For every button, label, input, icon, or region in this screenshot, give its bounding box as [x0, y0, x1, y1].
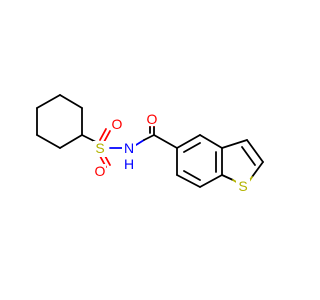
cyclohexane-ring: [36, 94, 83, 149]
bond: [59, 134, 83, 149]
label-mask: [236, 179, 250, 195]
atom-sulfonyl-o-top: O: [112, 116, 123, 132]
structure-diagram: S O O N H O S: [36, 94, 264, 195]
benzene-ring: [176, 134, 223, 188]
bond: [221, 174, 234, 181]
bond: [183, 170, 201, 181]
bond: [183, 142, 201, 153]
atom-sulfonyl-o-bottom: O: [95, 163, 106, 179]
atom-amide-h: H: [124, 156, 134, 172]
bond: [103, 130, 111, 143]
bond: [81, 134, 97, 143]
bond: [36, 94, 61, 109]
bond: [143, 134, 155, 141]
label-mask: [94, 164, 106, 178]
bond: [199, 134, 223, 149]
bond: [36, 134, 61, 149]
bond: [251, 161, 264, 178]
bond: [241, 146, 256, 166]
bond: [199, 174, 223, 188]
atom-thiophene-s: S: [238, 178, 247, 194]
label-mask: [122, 141, 136, 155]
atom-carbonyl-o: O: [147, 111, 158, 127]
label-mask: [93, 141, 107, 157]
label-mask: [111, 117, 123, 131]
atom-amide-n: N: [124, 140, 134, 156]
atom-sulfonyl-s: S: [95, 140, 104, 156]
bond: [176, 134, 201, 149]
bond: [176, 174, 201, 188]
molecule-canvas: S O O N H O S: [36, 94, 264, 195]
bond: [99, 128, 107, 141]
bond: [135, 139, 145, 146]
label-mask: [146, 112, 158, 126]
thiophene-ring: [221, 139, 264, 184]
carbonyl-group: [149, 123, 178, 149]
bond: [59, 94, 83, 109]
bond: [246, 139, 264, 163]
bond: [153, 134, 178, 149]
bond: [221, 139, 248, 149]
